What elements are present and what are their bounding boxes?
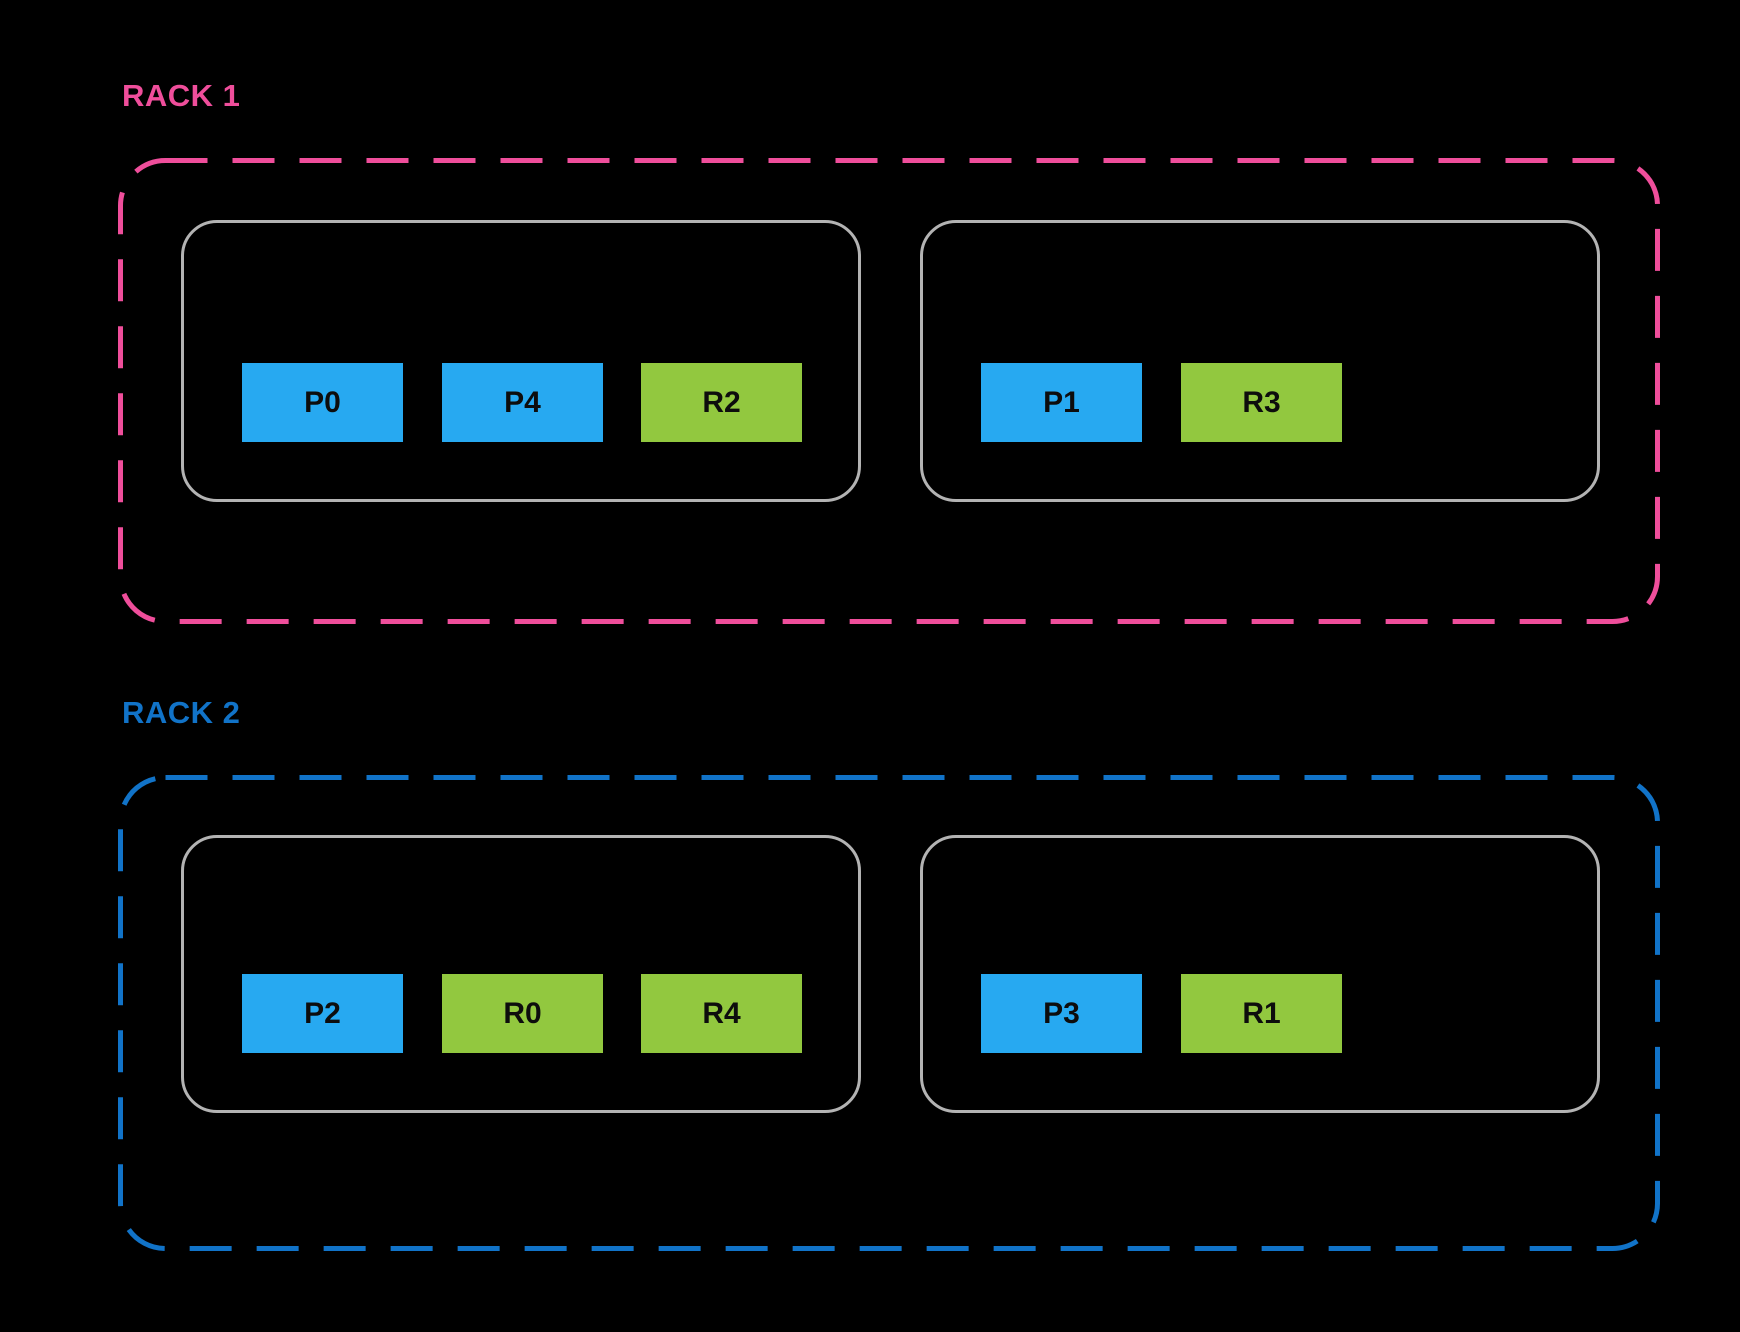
worker-label: P4	[504, 385, 541, 419]
rack-2-host-1: P2 R0 R4	[181, 835, 861, 1113]
worker-box-r0: R0	[442, 974, 603, 1053]
worker-label: R4	[702, 996, 741, 1030]
worker-box-r2: R2	[641, 363, 802, 442]
rack-1-label: RACK 1	[122, 78, 241, 113]
rack-2-dashed-border	[118, 775, 1660, 1251]
worker-box-r3: R3	[1181, 363, 1342, 442]
worker-label: R3	[1242, 385, 1281, 419]
worker-box-p1: P1	[981, 363, 1142, 442]
rack-1-host-2: P1 R3	[920, 220, 1600, 502]
worker-box-p2: P2	[242, 974, 403, 1053]
rack-2: P2 R0 R4 P3 R1	[118, 775, 1660, 1251]
rack-2-host-2: P3 R1	[920, 835, 1600, 1113]
rack-2-label: RACK 2	[122, 695, 241, 730]
rack-1-dashed-border	[118, 158, 1660, 624]
worker-label: P0	[304, 385, 341, 419]
worker-label: R1	[1242, 996, 1281, 1030]
worker-label: P2	[304, 996, 341, 1030]
rack-1-host-1: P0 P4 R2	[181, 220, 861, 502]
worker-label: R0	[503, 996, 542, 1030]
worker-box-r4: R4	[641, 974, 802, 1053]
worker-box-p4: P4	[442, 363, 603, 442]
worker-box-r1: R1	[1181, 974, 1342, 1053]
rack-1: P0 P4 R2 P1 R3	[118, 158, 1660, 624]
worker-label: R2	[702, 385, 741, 419]
worker-box-p3: P3	[981, 974, 1142, 1053]
worker-label: P3	[1043, 996, 1080, 1030]
worker-box-p0: P0	[242, 363, 403, 442]
worker-label: P1	[1043, 385, 1080, 419]
